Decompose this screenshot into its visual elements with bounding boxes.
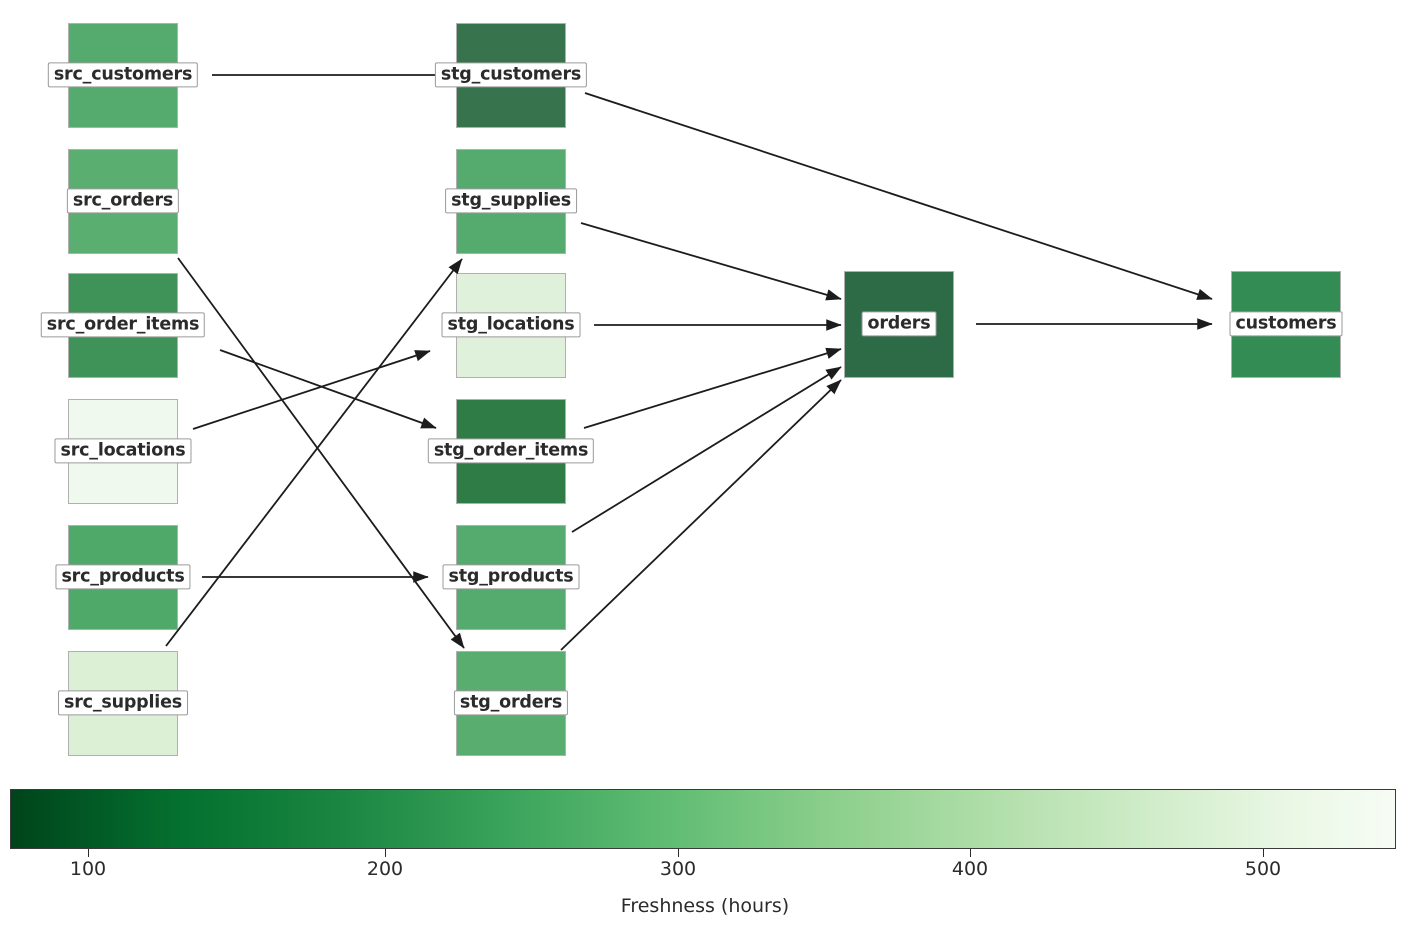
edge-stg_order_items-to-orders	[583, 347, 842, 429]
node-label-src_products[interactable]: src_products	[55, 564, 191, 590]
node-label-src_orders[interactable]: src_orders	[66, 188, 180, 214]
node-label-stg_order_items[interactable]: stg_order_items	[427, 438, 595, 464]
colorbar-tick-label-300: 300	[659, 858, 697, 880]
node-label-stg_supplies[interactable]: stg_supplies	[445, 188, 577, 214]
node-label-orders[interactable]: orders	[861, 311, 937, 337]
colorbar-tick-label-100: 100	[69, 858, 107, 880]
colorbar-tick-label-500: 500	[1244, 858, 1282, 880]
node-label-src_customers[interactable]: src_customers	[47, 62, 199, 88]
colorbar: 100 200 300 400 500	[10, 789, 1396, 880]
node-label-src_locations[interactable]: src_locations	[54, 438, 192, 464]
edge-src_supplies-to-stg_supplies	[165, 258, 463, 647]
node-label-stg_customers[interactable]: stg_customers	[434, 62, 588, 88]
node-label-stg_orders[interactable]: stg_orders	[453, 690, 569, 716]
edge-src_locations-to-stg_locations	[192, 350, 431, 430]
edge-stg_orders-to-orders	[560, 379, 842, 651]
colorbar-gradient	[10, 789, 1396, 849]
node-label-stg_products[interactable]: stg_products	[442, 564, 580, 590]
colorbar-tick-100	[88, 849, 90, 857]
node-label-src_supplies[interactable]: src_supplies	[58, 690, 188, 716]
node-label-src_order_items[interactable]: src_order_items	[40, 312, 206, 338]
edge-src_order_items-to-stg_order_items	[219, 349, 437, 429]
colorbar-tick-label-400: 400	[951, 858, 989, 880]
edge-layer	[165, 74, 1213, 651]
node-label-stg_locations[interactable]: stg_locations	[441, 312, 581, 338]
edge-stg_supplies-to-orders	[580, 222, 842, 301]
edge-src_orders-to-stg_orders	[177, 257, 465, 649]
colorbar-tick-400	[970, 849, 972, 857]
colorbar-axis-label: Freshness (hours)	[620, 895, 790, 917]
colorbar-tick-200	[385, 849, 387, 857]
colorbar-tick-label-200: 200	[366, 858, 404, 880]
colorbar-tick-300	[678, 849, 680, 857]
edge-stg_products-to-orders	[571, 366, 842, 533]
colorbar-tick-500	[1263, 849, 1265, 857]
node-label-customers[interactable]: customers	[1229, 311, 1343, 337]
edge-stg_customers-to-customers	[584, 92, 1213, 300]
